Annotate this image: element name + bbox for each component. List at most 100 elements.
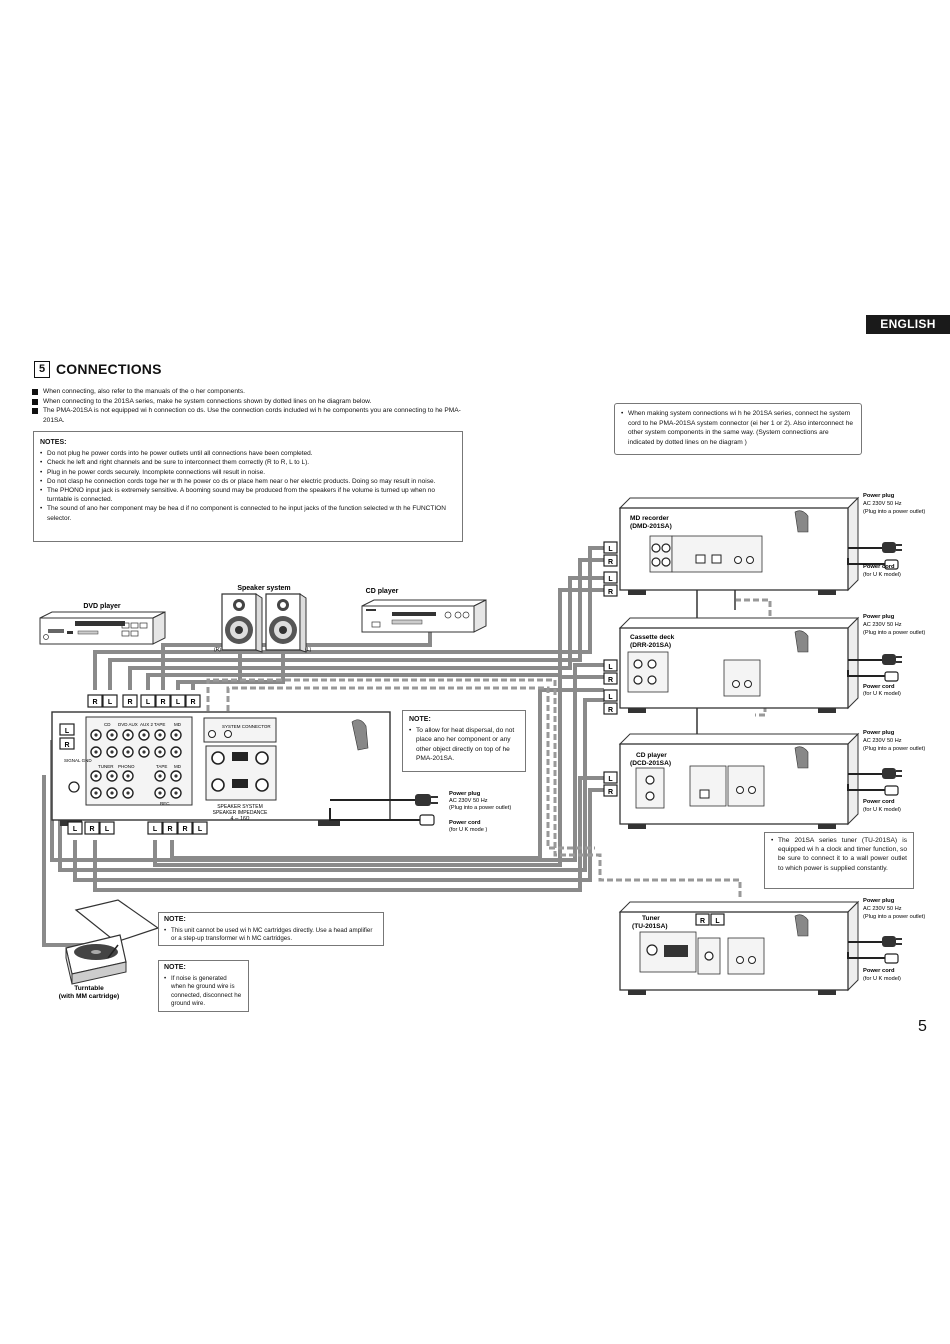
note-item: Plug in he power cords securely. Incompl…: [40, 468, 456, 477]
svg-text:R: R: [608, 707, 613, 714]
svg-text:R: R: [160, 699, 165, 706]
cass-power-plug-note: (Plug into a power outlet): [863, 630, 925, 636]
speaker-left: [265, 593, 307, 653]
svg-text:R: R: [127, 699, 132, 706]
svg-text:R: R: [190, 699, 195, 706]
svg-text:R: R: [608, 789, 613, 796]
tuner-power-plug-voltage: AC 230V 50 Hz: [863, 906, 902, 912]
svg-text:L: L: [146, 699, 151, 706]
note-item: Do not plug he power cords into he power…: [40, 449, 456, 458]
amp-label-tape: TAPE: [156, 764, 167, 769]
cassette-deck-model: (DRR-201SA): [630, 642, 671, 649]
section-title: CONNECTIONS: [56, 361, 162, 377]
speaker-left-tag: (L): [305, 647, 311, 653]
intro-bullets: When connecting, also refer to the manua…: [32, 387, 464, 425]
cass-power-cord-model: (for U K model): [863, 691, 901, 697]
svg-text:R: R: [182, 826, 187, 833]
speaker-terminals: [211, 751, 269, 792]
amp-label-signal-gnd: SIGNAL GND: [64, 758, 92, 763]
heat-note-title: NOTE:: [409, 716, 431, 723]
md-recorder-panel: [618, 496, 860, 595]
note-item: The sound of ano her component may be he…: [40, 504, 456, 522]
component-power-plugs: [847, 542, 902, 964]
cd-power-plug-note: (Plug into a power outlet): [863, 746, 925, 752]
cass-power-cord-title: Power cord: [863, 684, 895, 690]
svg-text:L: L: [176, 699, 181, 706]
side-plug-r: R: [64, 742, 69, 749]
amp-label-tuner: TUNER: [98, 764, 114, 769]
amp-power-plug: [329, 794, 438, 826]
note-item: Check he left and right channels and be …: [40, 458, 456, 467]
rca-plug-letters-top: R L R L R L R: [92, 699, 195, 706]
mc-note-text: This unit cannot be used wi h MC cartrid…: [164, 927, 378, 944]
rca-plugs-top: [87, 694, 201, 708]
amp-label-md-top: MD: [174, 722, 182, 727]
amp-label-phono: PHONO: [118, 764, 135, 769]
speaker-terminal-block-bottom: [232, 779, 248, 788]
note-item: The PHONO input jack is extremely sensit…: [40, 486, 456, 504]
svg-text:R: R: [167, 826, 172, 833]
speaker-right-tag: (R): [214, 647, 221, 653]
cassette-deck-label: Cassette deck: [630, 634, 675, 641]
svg-text:L: L: [608, 576, 613, 583]
amp-label-tape-top: TAPE: [154, 722, 165, 727]
svg-text:L: L: [105, 826, 110, 833]
cd-player-top-device: [361, 599, 487, 633]
cd-player-top-label: CD player: [366, 588, 399, 595]
cassette-deck-panel: [618, 616, 860, 713]
tuner-model: (TU-201SA): [632, 923, 668, 930]
system-connection-note: When making system connections wi h he 2…: [614, 403, 862, 455]
svg-text:L: L: [108, 699, 113, 706]
intro-bullet: When connecting, also refer to the manua…: [32, 387, 464, 397]
ground-terminal: [68, 781, 80, 793]
tuner-power-plug-title: Power plug: [863, 898, 895, 904]
svg-text:R: R: [608, 559, 613, 566]
tuner-power-note: The 201SA series tuner (TU-201SA) is equ…: [764, 832, 914, 889]
turntable-device: [65, 899, 160, 985]
tuner-power-cord-model: (for U K model): [863, 976, 901, 982]
cd-power-cord-title: Power cord: [863, 799, 895, 805]
amp-power-plug-title: Power plug: [449, 791, 481, 797]
amp-label-system-connector: SYSTEM CONNECTOR: [222, 724, 271, 729]
turntable-sublabel: (with MM cartridge): [59, 993, 119, 1000]
speaker-impedance-label: SPEAKER IMPEDANCE: [213, 810, 268, 816]
amp-rca-centers: [94, 733, 178, 795]
ground-note-title: NOTE:: [164, 964, 186, 971]
notes-title: NOTES:: [40, 439, 67, 446]
speaker-right: [221, 593, 263, 653]
amp-label-rec: REC: [160, 801, 170, 806]
svg-text:R: R: [92, 699, 97, 706]
svg-text:R: R: [89, 826, 94, 833]
md-recorder-model: (DMD-201SA): [630, 523, 672, 530]
md-power-plug-title: Power plug: [863, 493, 895, 499]
speaker-terminal-block-top: [232, 752, 248, 761]
svg-text:L: L: [715, 918, 720, 925]
amp-label-md: MD: [174, 764, 182, 769]
svg-text:R: R: [700, 918, 705, 925]
dvd-player-label: DVD player: [83, 603, 121, 610]
svg-text:L: L: [608, 694, 613, 701]
component-plug-letters: L R L R L R L R L R R L: [608, 546, 720, 925]
intro-bullet: The PMA-201SA is not equipped wi h conne…: [32, 406, 464, 425]
cd-power-plug-title: Power plug: [863, 730, 895, 736]
language-tab: ENGLISH: [866, 315, 950, 334]
mc-note-title: NOTE:: [164, 916, 186, 923]
md-power-plug-note: (Plug into a power outlet): [863, 509, 925, 515]
amp-power-cord-title: Power cord: [449, 820, 481, 826]
ground-wire-note: NOTE: If noise is generated when he grou…: [158, 960, 249, 1012]
tuner-power-cord-title: Power cord: [863, 968, 895, 974]
rca-plugs-bottom: [67, 821, 208, 835]
svg-text:L: L: [608, 664, 613, 671]
cd-power-plug-voltage: AC 230V 50 Hz: [863, 738, 902, 744]
system-note-text: When making system connections wi h he 2…: [621, 409, 855, 447]
heat-dispersal-note: NOTE: To allow for heat dispersal, do no…: [402, 710, 526, 772]
amp-label-dvd-aux: DVD AUX: [118, 722, 138, 727]
tuner-label: Tuner: [642, 915, 660, 922]
speaker-impedance-value: 4 ∼ 16Ω: [230, 816, 249, 822]
md-power-plug-voltage: AC 230V 50 Hz: [863, 501, 902, 507]
cass-power-plug-title: Power plug: [863, 614, 895, 620]
amplifier-rear-panel: [51, 711, 391, 826]
cd-player-model: (DCD-201SA): [630, 760, 671, 767]
intro-bullet: When connecting to the 201SA series, mak…: [32, 397, 464, 407]
